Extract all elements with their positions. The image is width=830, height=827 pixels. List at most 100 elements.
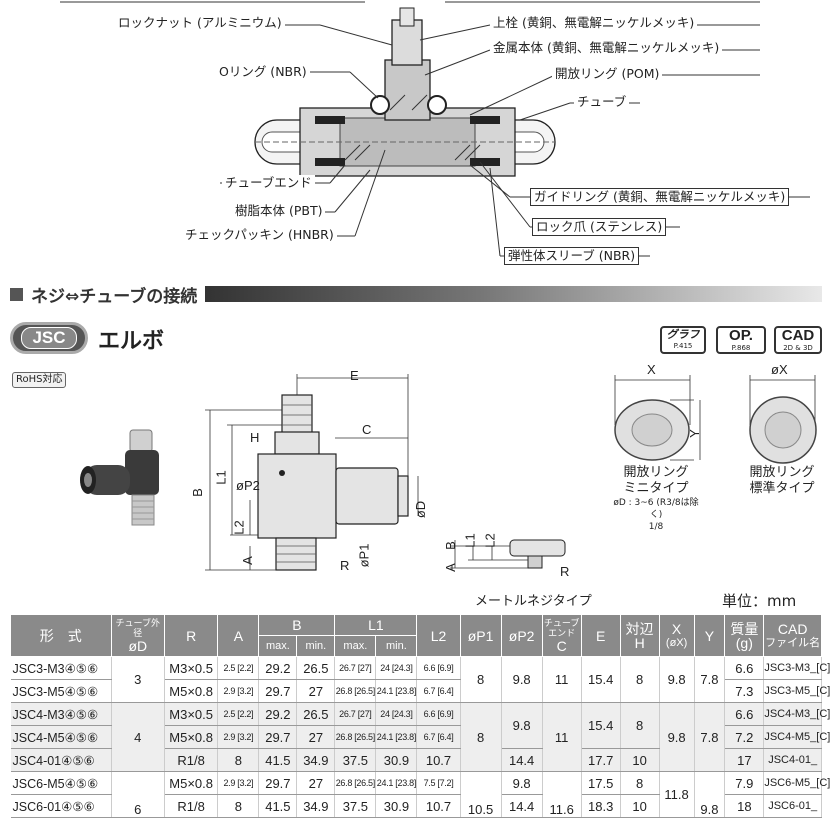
unit-label: 単位：mm (722, 592, 797, 610)
callout-lock-claw: ロック爪 (ステンレス) (532, 218, 667, 236)
cell-b-min: 26.5 (296, 656, 336, 680)
cell-r: M5×0.8 (164, 771, 219, 795)
cell-cad: JSC4-M3_[C] (763, 702, 830, 726)
rohs-badge: RoHS対応 (12, 372, 67, 388)
cell-c: 11 (542, 656, 582, 703)
metric-thread-caption: メートルネジタイプ (475, 594, 592, 609)
cell-p2: 14.4 (501, 794, 543, 818)
header-x-bottom: (øX) (665, 636, 688, 649)
ring-dim-oX: øX (771, 362, 788, 377)
callout-tube: チューブ (574, 94, 630, 110)
metric-thread-drawing (450, 539, 566, 569)
product-name: エルボ (98, 329, 165, 354)
cell-l2: 10.7 (416, 794, 461, 818)
cell-y: 7.8 (694, 702, 726, 772)
std-ring-label: 開放リング 標準タイプ (736, 465, 828, 497)
cell-l1-max: 37.5 (334, 794, 377, 818)
cell-l1-max: 26.8 [26.5] (334, 771, 377, 795)
cell-mass: 17 (724, 748, 765, 772)
cell-r: M5×0.8 (164, 725, 219, 749)
header-y: Y (693, 614, 726, 657)
series-badge: JSC (10, 322, 88, 354)
cell-b-min: 27 (296, 771, 336, 795)
callout-o-ring: Oリング (NBR) (216, 64, 310, 80)
metric-dim-R: R (560, 564, 570, 579)
cell-cad: JSC3-M5_[C] (763, 679, 830, 703)
header-mass: 質量(g) (724, 614, 765, 657)
cell-l2: 7.5 [7.2] (416, 771, 461, 795)
mini-ring-label: 開放リング ミニタイプ øD : 3~6 (R3/8は除く) 1/8 (608, 465, 704, 533)
header-tube-od-top: チューブ外径 (115, 617, 161, 638)
cell-l1-min: 24 [24.3] (375, 656, 418, 680)
cross-section-illustration (60, 1, 810, 257)
callout-upper-plug: 上栓 (黄銅、無電解ニッケルメッキ) (490, 15, 698, 31)
table-row: JSC3-M5④⑤⑥ M5×0.8 2.9 [3.2] 29.7 27 26.8… (10, 679, 830, 703)
cell-x: 11.8 (659, 771, 695, 818)
dim-E: E (350, 368, 359, 383)
table-row: JSC6-M5④⑤⑥ 6 M5×0.8 2.9 [3.2] 29.7 27 26… (10, 771, 830, 818)
cell-b-max: 29.2 (258, 656, 298, 680)
std-ring-label-line2: 標準タイプ (749, 481, 815, 496)
cell-mass: 7.3 (724, 679, 765, 703)
cell-r: M3×0.5 (164, 656, 219, 680)
cell-cad: JSC6-01_ (763, 794, 822, 818)
dim-P1: øP1 (356, 543, 372, 568)
header-p1: øP1 (459, 614, 502, 657)
header-h-bottom: H (634, 634, 645, 651)
table-row: JSC4-01④⑤⑥ R1/8 8 41.5 34.9 37.5 30.9 10… (10, 748, 822, 772)
cad-ref-page: 2D & 3D (783, 344, 813, 352)
dim-L1: L1 (213, 470, 229, 485)
cell-mass: 6.6 (724, 656, 765, 680)
cell-l2: 10.7 (416, 748, 461, 772)
cell-e: 17.5 (581, 771, 621, 795)
cell-e: 15.4 (581, 702, 621, 749)
header-l1-min: min. (375, 635, 418, 657)
cell-a: 2.9 [3.2] (217, 725, 260, 749)
cell-a: 2.5 [2.2] (217, 656, 260, 680)
header-e: E (580, 614, 621, 657)
cell-a: 2.5 [2.2] (217, 702, 260, 726)
cell-tube-od: 3 (111, 656, 165, 703)
cell-r: R1/8 (164, 794, 219, 818)
cell-cad: JSC3-M3_[C] (763, 656, 830, 680)
cell-p1: 8 (460, 702, 502, 772)
cell-b-min: 34.9 (296, 748, 336, 772)
header-tube-end-top: チューブエンド (543, 617, 580, 638)
cell-cad: JSC6-M5_[C] (763, 771, 830, 795)
cell-p2: 9.8 (501, 771, 543, 795)
cell-b-max: 29.2 (258, 702, 298, 726)
header-x-top: X (671, 620, 682, 637)
cell-model: JSC4-01④⑤⑥ (10, 748, 112, 772)
dim-D: øD (413, 500, 429, 519)
metric-dim-A: A (442, 563, 458, 572)
dim-L2: L2 (231, 520, 247, 535)
cell-p1: 8 (460, 656, 502, 703)
dim-B: B (189, 488, 205, 497)
cell-model: JSC3-M3④⑤⑥ (10, 656, 112, 680)
cell-l2: 6.6 [6.9] (416, 656, 461, 680)
metric-dim-L1: L1 (462, 533, 478, 548)
graph-ref-page: P.415 (673, 342, 693, 350)
cell-b-min: 27 (296, 679, 336, 703)
header-tube-end-bottom: C (556, 637, 567, 654)
std-ring-label-line1: 開放リング (749, 465, 815, 480)
callout-resin-body: 樹脂本体 (PBT) (232, 203, 326, 219)
cell-a: 8 (217, 748, 260, 772)
op-ref-page: P.868 (731, 344, 751, 352)
cell-b-max: 41.5 (258, 794, 298, 818)
mini-ring-label-line1: 開放リング (623, 465, 689, 480)
cell-r: M5×0.8 (164, 679, 219, 703)
cell-b-max: 29.7 (258, 725, 298, 749)
cell-p2: 9.8 (501, 656, 543, 703)
cad-ref-badge: CAD 2D & 3D (774, 326, 822, 354)
callout-check-packing: チェックパッキン (HNBR) (182, 227, 337, 243)
dim-A: A (239, 556, 255, 565)
header-h-top: 対辺 (625, 620, 654, 637)
metric-dim-B: B (442, 541, 458, 550)
header-b-min: min. (296, 635, 336, 657)
cell-y: 9.8 (694, 771, 726, 818)
